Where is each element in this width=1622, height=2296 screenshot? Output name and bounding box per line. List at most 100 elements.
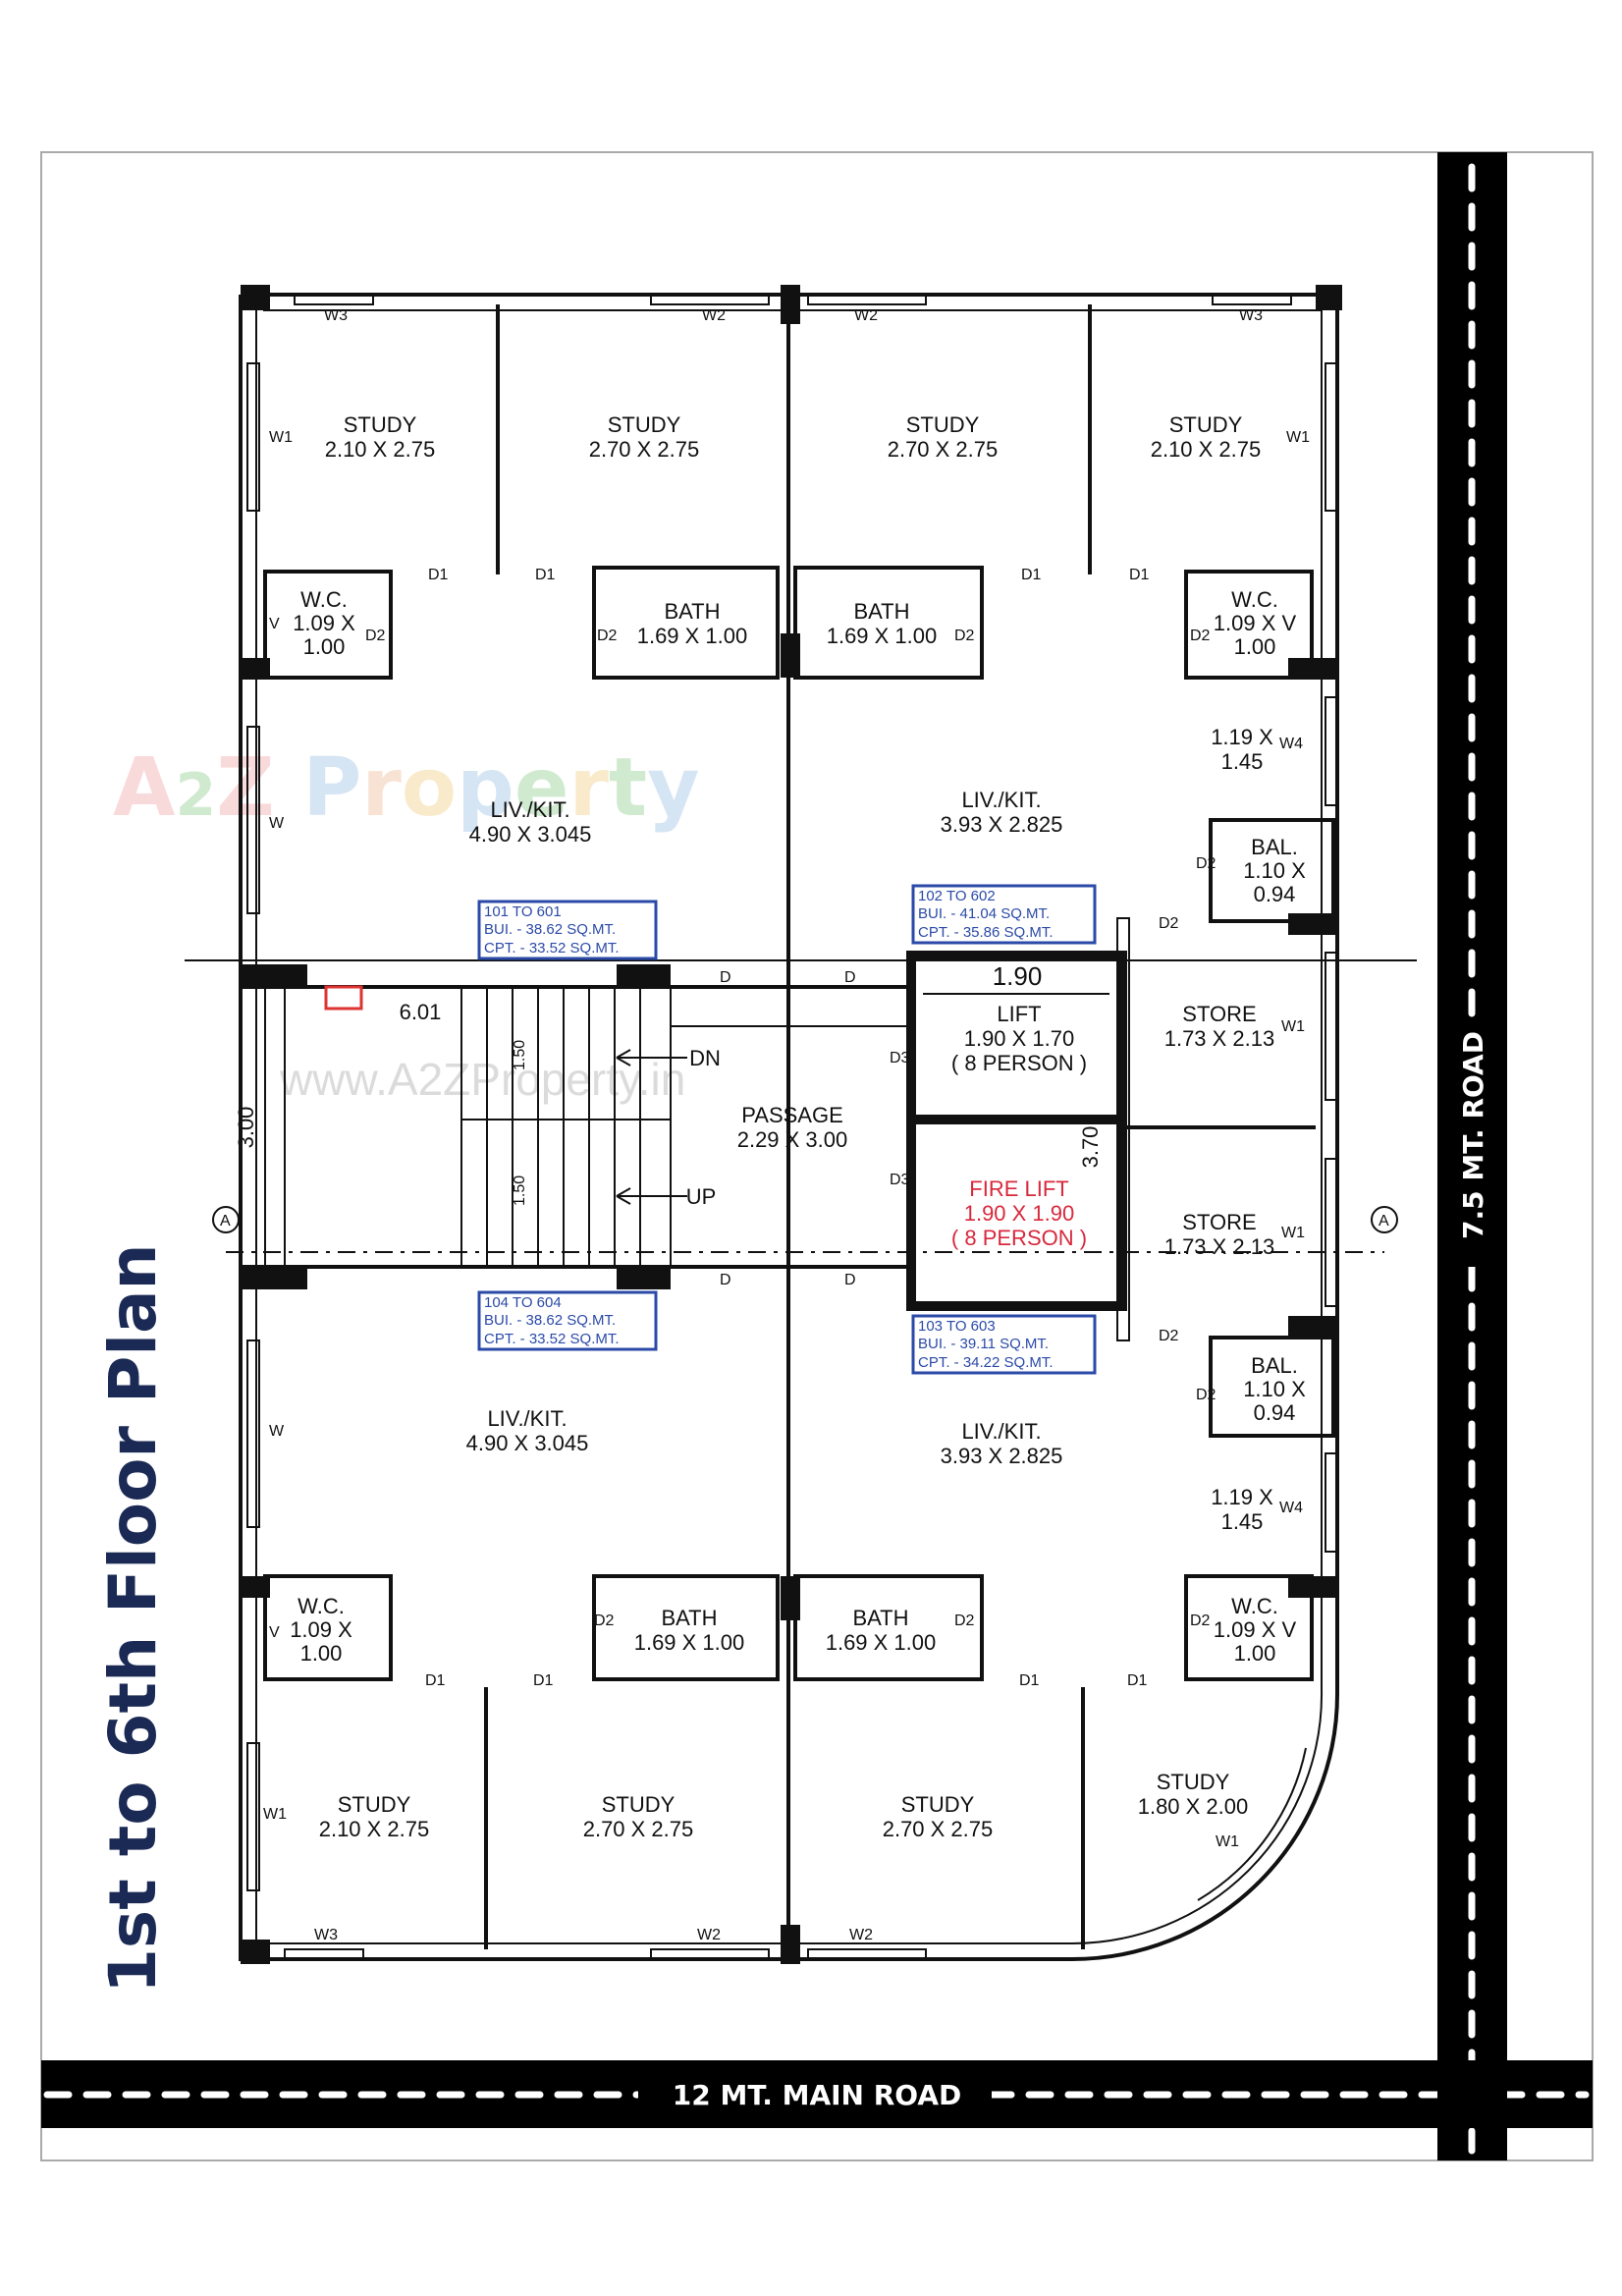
- area-box-102-602: 102 TO 602 BUI. - 41.04 SQ.MT. CPT. - 35…: [911, 884, 1097, 945]
- room-name: LIV./KIT.: [487, 1406, 567, 1431]
- window-dims: 1.45: [1221, 1509, 1264, 1534]
- svg-text:D2: D2: [597, 628, 618, 644]
- svg-text:W.C.1.09 X1.00: W.C.1.09 X1.00: [290, 1594, 352, 1666]
- area-box-101-601: 101 TO 601 BUI. - 38.62 SQ.MT. CPT. - 33…: [477, 900, 658, 960]
- room-dims: 3.93 X 2.825: [941, 1444, 1063, 1468]
- svg-text:D1: D1: [1021, 567, 1042, 583]
- room-dims: 1.00: [1234, 1641, 1276, 1666]
- svg-text:D1: D1: [1127, 1672, 1148, 1689]
- room-dims: 1.69 X 1.00: [634, 1630, 745, 1655]
- room-name: STUDY: [901, 1792, 975, 1817]
- room-dims: 2.29 X 3.00: [737, 1127, 848, 1152]
- room-name: BAL.: [1251, 835, 1298, 859]
- room-dims: 1.09 X V: [1214, 1617, 1297, 1642]
- room-name: LIV./KIT.: [490, 797, 569, 822]
- stair-width: 6.01: [400, 1000, 442, 1024]
- room-dims: 1.10 X: [1243, 858, 1306, 883]
- svg-text:W2: W2: [849, 1927, 873, 1943]
- svg-text:D3: D3: [890, 1050, 910, 1066]
- room-name: STUDY: [602, 1792, 676, 1817]
- room-dims: 4.90 X 3.045: [466, 1431, 589, 1455]
- room-dims: 1.73 X 2.13: [1164, 1234, 1275, 1259]
- svg-text:BUI. - 41.04 SQ.MT.: BUI. - 41.04 SQ.MT.: [918, 905, 1050, 922]
- svg-text:D2: D2: [1159, 915, 1179, 932]
- room-dims: 1.69 X 1.00: [637, 624, 748, 648]
- svg-text:1.19 X1.45: 1.19 X1.45: [1211, 1485, 1273, 1534]
- svg-text:BUI. - 38.62 SQ.MT.: BUI. - 38.62 SQ.MT.: [484, 1312, 616, 1329]
- svg-text:LIV./KIT.4.90 X 3.045: LIV./KIT.4.90 X 3.045: [469, 797, 592, 847]
- svg-text:D2: D2: [594, 1613, 615, 1629]
- room-name: W.C.: [297, 1594, 345, 1618]
- flight-width: 1.50: [512, 1175, 528, 1206]
- svg-text:LIV./KIT.3.93 X 2.825: LIV./KIT.3.93 X 2.825: [941, 788, 1063, 837]
- svg-text:D: D: [844, 1272, 856, 1288]
- window-dims: 1.19 X: [1211, 725, 1273, 749]
- watermark-url: www.A2ZProperty.in: [279, 1054, 685, 1105]
- room-name: STUDY: [1169, 412, 1243, 437]
- room-name: STUDY: [608, 412, 681, 437]
- room-name: W.C.: [1231, 587, 1278, 612]
- room-dims: 2.10 X 2.75: [319, 1817, 430, 1841]
- svg-text:W4: W4: [1279, 1500, 1303, 1516]
- room-dims: 1.09 X: [290, 1617, 352, 1642]
- svg-text:D1: D1: [533, 1672, 554, 1689]
- svg-text:A2Z Property: A2Z Property: [113, 741, 700, 835]
- svg-text:W1: W1: [269, 429, 293, 446]
- room-dims: 1.00: [1234, 634, 1276, 659]
- room-name: LIV./KIT.: [961, 788, 1041, 812]
- room-dims: 1.73 X 2.13: [1164, 1026, 1275, 1051]
- room-dims: 1.10 X: [1243, 1377, 1306, 1401]
- svg-text:D2: D2: [954, 628, 975, 644]
- svg-text:W2: W2: [697, 1927, 721, 1943]
- svg-text:102 TO 602: 102 TO 602: [918, 888, 996, 904]
- stair-dn-label: DN: [689, 1046, 721, 1070]
- svg-text:V: V: [269, 1624, 280, 1641]
- room-name: STUDY: [1157, 1770, 1230, 1794]
- section-marker-left-label: A: [220, 1213, 231, 1230]
- svg-text:V: V: [269, 616, 280, 632]
- svg-text:D2: D2: [365, 628, 386, 644]
- lift-width: 1.90: [993, 961, 1043, 991]
- area-box-103-603: 103 TO 603 BUI. - 39.11 SQ.MT. CPT. - 34…: [911, 1314, 1097, 1375]
- svg-text:D1: D1: [428, 567, 449, 583]
- room-name: BATH: [852, 1606, 908, 1630]
- right-road-label: 7.5 MT. ROAD: [1457, 1031, 1489, 1239]
- bottom-road: 12 MT. MAIN ROAD: [41, 2060, 1593, 2128]
- arrow-down-icon: [616, 1049, 687, 1066]
- room-name: LIFT: [997, 1002, 1041, 1026]
- svg-text:BUI. - 38.62 SQ.MT.: BUI. - 38.62 SQ.MT.: [484, 921, 616, 938]
- window-dims: 1.19 X: [1211, 1485, 1273, 1509]
- lift-height: 3.70: [1078, 1126, 1103, 1169]
- room-dims: 2.10 X 2.75: [1151, 437, 1262, 462]
- svg-text:104 TO 604: 104 TO 604: [484, 1294, 562, 1311]
- svg-text:BAL.1.10 X0.94: BAL.1.10 X0.94: [1243, 1353, 1306, 1425]
- svg-text:D1: D1: [1129, 567, 1150, 583]
- right-road: 7.5 MT. ROAD: [1437, 152, 1507, 2160]
- room-name: W.C.: [1231, 1594, 1278, 1618]
- svg-text:W: W: [269, 1423, 285, 1440]
- svg-text:D1: D1: [535, 567, 556, 583]
- svg-text:W2: W2: [854, 307, 878, 324]
- room-dims: 1.90 X 1.90: [964, 1201, 1075, 1226]
- svg-text:W3: W3: [324, 307, 348, 324]
- svg-text:BAL.1.10 X0.94: BAL.1.10 X0.94: [1243, 835, 1306, 906]
- room-dims: 1.69 X 1.00: [826, 1630, 937, 1655]
- window-dims: 1.45: [1221, 749, 1264, 774]
- svg-text:CPT. - 34.22 SQ.MT.: CPT. - 34.22 SQ.MT.: [918, 1354, 1054, 1371]
- room-name: BATH: [661, 1606, 717, 1630]
- room-name: STUDY: [344, 412, 417, 437]
- section-marker-right-label: A: [1379, 1213, 1389, 1230]
- room-name: STUDY: [338, 1792, 411, 1817]
- svg-text:D2: D2: [1190, 1613, 1211, 1629]
- room-name: LIV./KIT.: [961, 1419, 1041, 1444]
- svg-text:D2: D2: [1196, 855, 1216, 872]
